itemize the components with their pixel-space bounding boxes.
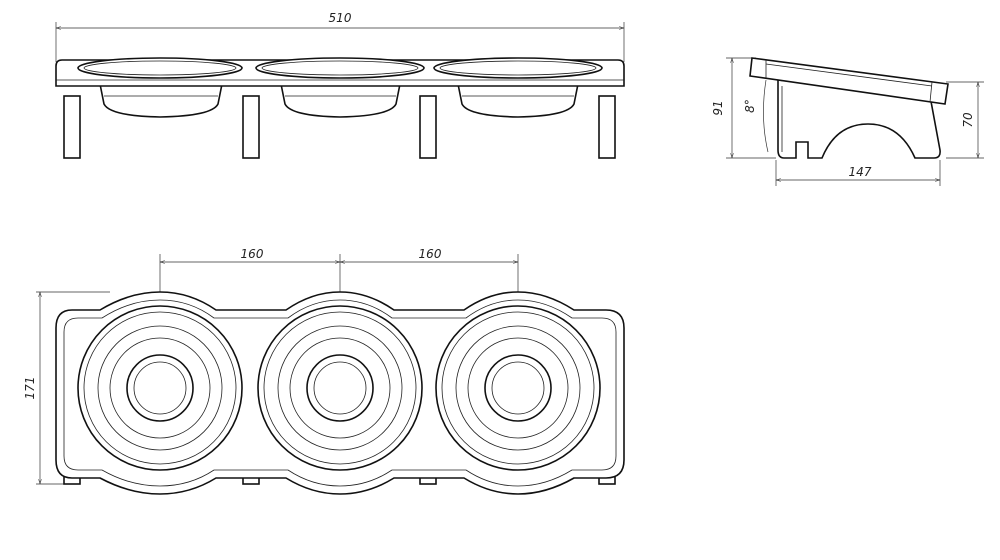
bowl-body-1 <box>99 83 223 118</box>
bowl-top-1 <box>77 305 243 471</box>
side-view: 91 8° 70 147 <box>711 57 984 186</box>
bowl-body-2 <box>280 83 401 118</box>
bowl-rim-inner-1 <box>83 60 237 76</box>
bowl-rim-2 <box>255 57 425 79</box>
bowl-spacing-label-1: 160 <box>241 247 264 261</box>
bowl-body-3 <box>457 83 579 118</box>
plate-end-line-rear <box>929 81 933 103</box>
leg-4 <box>598 95 616 159</box>
tilted-top-plate <box>749 57 949 105</box>
leg-3 <box>419 95 437 159</box>
top-view: 160 160 171 <box>23 247 625 495</box>
top-width-label: 171 <box>23 377 37 400</box>
plate-inner-line <box>765 63 933 87</box>
depth-label: 147 <box>849 165 872 179</box>
bowl-rim-1 <box>77 57 243 79</box>
bowl-top-2 <box>257 305 423 471</box>
bowl-spacing-label-2: 160 <box>419 247 442 261</box>
leg-1 <box>63 95 81 159</box>
bowl-rim-inner-2 <box>261 60 419 76</box>
plate-inner-outline <box>63 299 617 487</box>
side-bracket <box>777 79 941 159</box>
bowl-top-3 <box>435 305 601 471</box>
bowl-rim-inner-3 <box>439 60 597 76</box>
tilt-angle-label: 8° <box>743 99 757 113</box>
overall-length-label: 510 <box>329 11 352 25</box>
front-view: 510 <box>55 11 625 159</box>
front-height-label: 91 <box>711 100 725 115</box>
rear-height-label: 70 <box>961 112 975 128</box>
bowl-rim-3 <box>433 57 603 79</box>
angle-arc <box>763 79 769 153</box>
leg-2 <box>242 95 260 159</box>
